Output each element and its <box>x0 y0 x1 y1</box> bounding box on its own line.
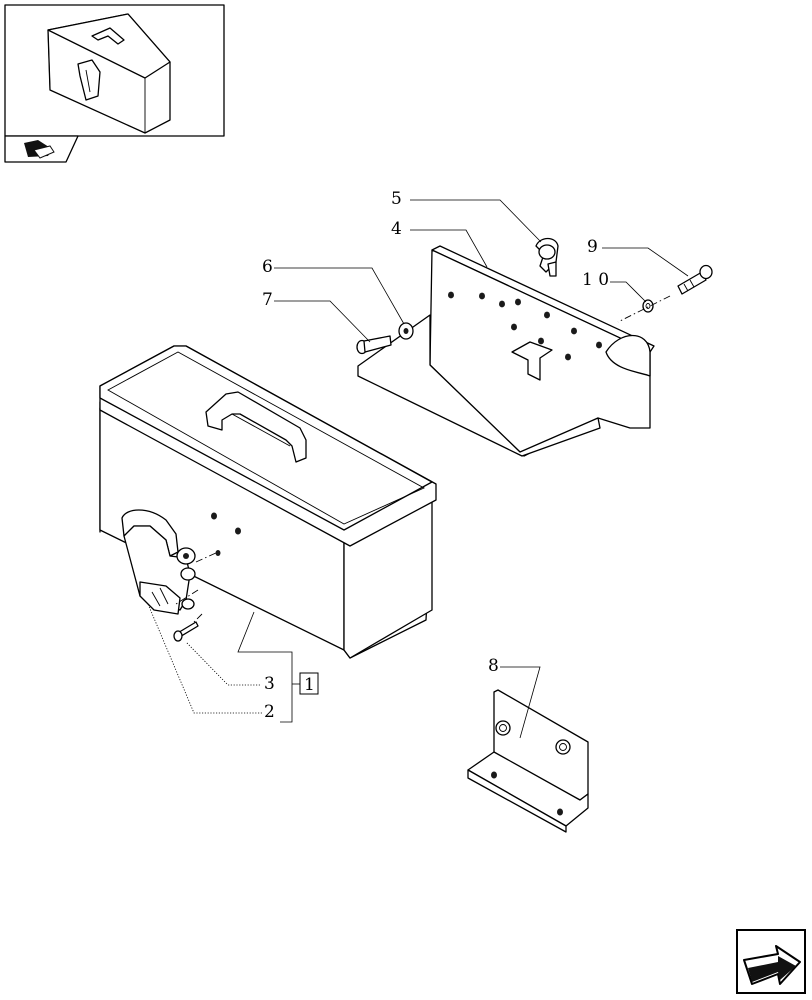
callout-5: 5 <box>391 189 402 209</box>
washer-part-10 <box>642 299 654 313</box>
callout-labels: 5 4 6 7 9 1 0 8 3 2 1 <box>262 189 609 722</box>
callout-8: 8 <box>488 656 499 676</box>
callout-4: 4 <box>391 219 402 239</box>
support-bracket-part-8 <box>467 689 589 833</box>
callout-3: 3 <box>264 674 275 694</box>
leader-lines <box>147 199 689 739</box>
callout-9: 9 <box>587 237 598 257</box>
bolt-axis-line <box>617 295 671 323</box>
clip-part-5 <box>535 237 559 277</box>
mounting-bracket-part-4 <box>357 245 655 457</box>
bolt-part-7 <box>356 335 392 355</box>
callout-7: 7 <box>262 290 273 310</box>
callout-1-box <box>299 672 319 695</box>
thumbnail-panel[interactable] <box>4 4 225 163</box>
callout-6: 6 <box>262 257 273 277</box>
latch-axis-line-a <box>195 551 219 563</box>
vehicle-section-icon <box>24 140 55 159</box>
callout-1: 1 <box>304 675 315 695</box>
next-page-arrow-icon[interactable] <box>736 929 806 994</box>
bolt-part-9 <box>677 264 713 295</box>
bracket-holes <box>448 291 602 361</box>
toolbox-thumbnail-icon <box>47 13 171 134</box>
callout-10: 1 0 <box>582 270 609 290</box>
callout-2: 2 <box>264 702 275 722</box>
toolbox-part-1 <box>99 345 437 659</box>
pin-part-3 <box>173 621 199 642</box>
latch-axis-line-b <box>175 589 203 623</box>
washer-part-6 <box>398 322 414 340</box>
